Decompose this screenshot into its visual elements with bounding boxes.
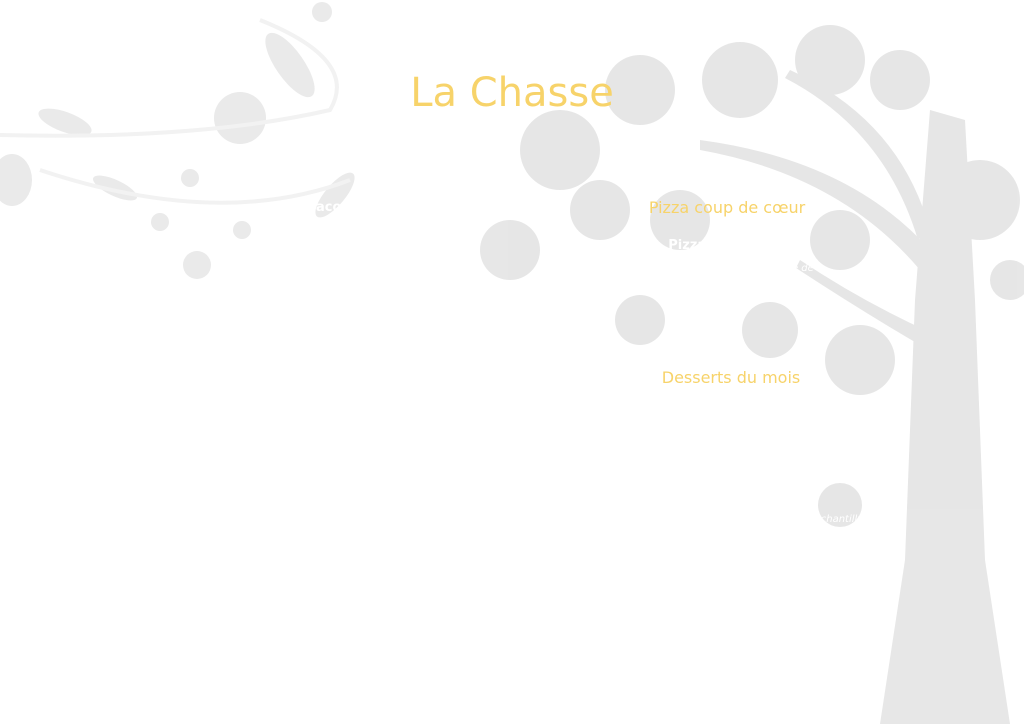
leaf-cluster <box>480 25 1024 527</box>
menu-text-fragment: aco <box>316 200 342 215</box>
featured-heading: Pizza coup de cœur <box>648 198 806 217</box>
price-fragment: 9.5 <box>283 156 304 171</box>
desserts-heading: Desserts du mois <box>661 368 801 387</box>
dessert-text-fragment: chantilly <box>820 514 864 525</box>
featured-item-name: Pizza dei Boschi <box>668 238 786 253</box>
page-title: La Chasse <box>410 70 614 116</box>
featured-item-description: champignons, ceviche de <box>686 263 814 274</box>
